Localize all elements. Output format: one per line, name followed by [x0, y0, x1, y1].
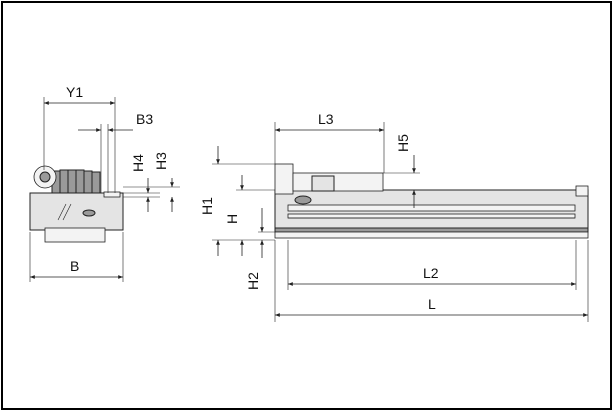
- logo-badge: [82, 209, 96, 217]
- dim-label-b: B: [70, 258, 79, 274]
- end-view-base-plate: [44, 227, 106, 243]
- end-cap-left: [274, 163, 294, 195]
- dim-label-h5: H5: [395, 134, 411, 152]
- profile-rail-upper: [287, 204, 576, 212]
- dim-label-y1: Y1: [66, 84, 83, 100]
- dim-label-l3: L3: [318, 111, 334, 127]
- carriage-badge: [294, 195, 312, 205]
- dim-label-h4: H4: [130, 154, 146, 172]
- carriage: [292, 172, 384, 192]
- dim-label-b3: B3: [136, 111, 153, 127]
- dim-label-l2: L2: [423, 265, 439, 281]
- dim-label-h2: H2: [245, 272, 261, 290]
- end-cap-right: [575, 185, 589, 197]
- end-view-body: [29, 192, 124, 231]
- dim-label-h3: H3: [153, 152, 169, 170]
- profile-base-strip: [274, 227, 589, 233]
- dim-label-h1: H1: [199, 197, 215, 215]
- profile-rail-lower: [287, 213, 576, 219]
- front-view: L3 H5 H1 H H2 L2 L: [199, 111, 589, 322]
- end-view: Y1 B3 H4 H3 B: [29, 84, 180, 282]
- dim-label-h: H: [224, 214, 240, 224]
- cable-chain: [51, 169, 101, 194]
- dim-label-l: L: [428, 296, 436, 312]
